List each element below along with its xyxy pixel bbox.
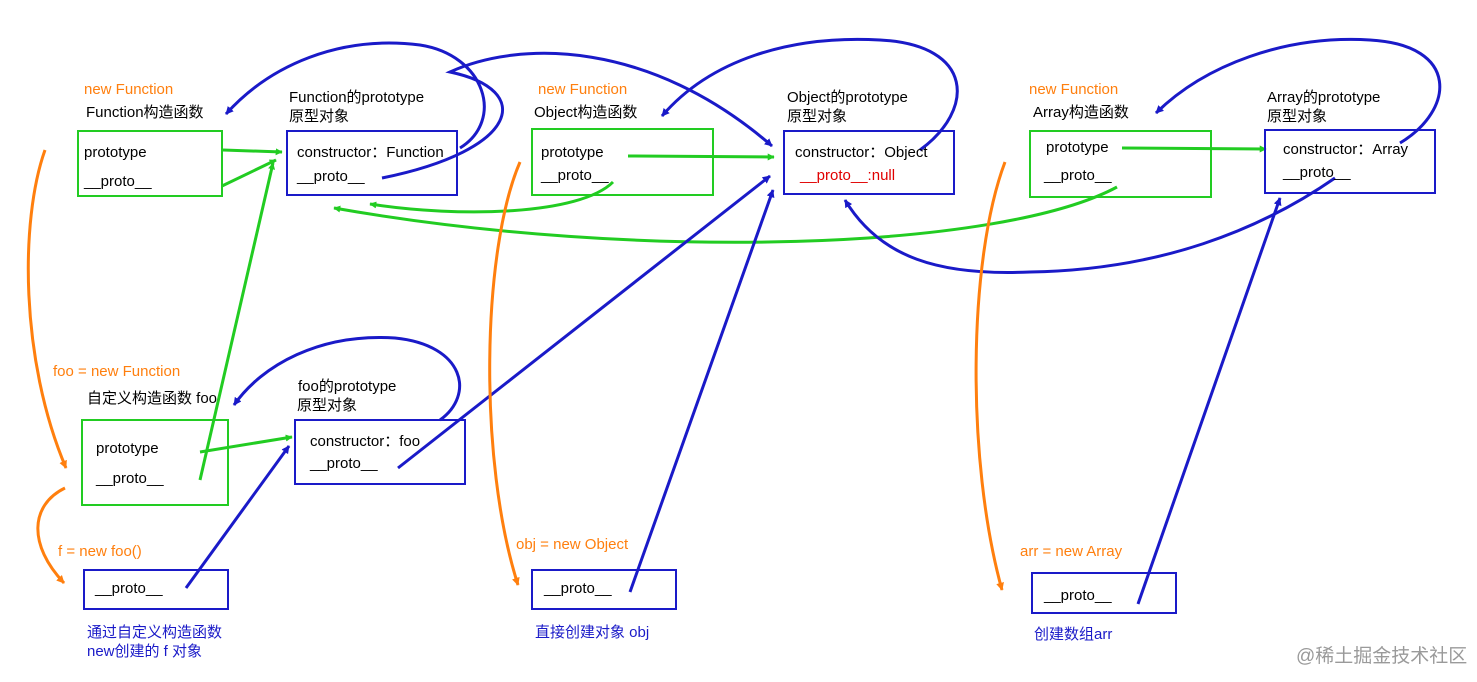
arrow-arr-proto bbox=[1136, 197, 1282, 605]
function-proto-constructor-field: constructor：Function bbox=[297, 144, 444, 161]
obj-proto-field: __proto__ bbox=[544, 580, 612, 597]
arrow-array-proto-to-function bbox=[333, 185, 1118, 244]
arrow-object-proto-to-function bbox=[369, 180, 615, 214]
object-proto-null-field: __proto__:null bbox=[800, 167, 896, 184]
function-ctor-prototype-field: prototype bbox=[84, 144, 147, 161]
arrow-function-constructor bbox=[224, 41, 486, 150]
arrow-f-proto bbox=[184, 445, 291, 589]
foo-proto-box bbox=[294, 419, 466, 485]
arrow-array-to-arr bbox=[974, 161, 1007, 591]
arrow-foo-prototype bbox=[199, 434, 293, 454]
foo-ctor-box bbox=[81, 419, 229, 506]
object-proto-box bbox=[783, 130, 955, 195]
foo-ctor-title: 自定义构造函数 foo bbox=[87, 390, 218, 407]
arrow-function-proto-to-object bbox=[381, 51, 773, 180]
array-ctor-box bbox=[1029, 130, 1212, 198]
array-proto-subtitle: 原型对象 bbox=[1267, 108, 1328, 125]
arrow-array-proto-to-object bbox=[843, 176, 1336, 275]
arr-caption: 创建数组arr bbox=[1034, 626, 1113, 643]
object-ctor-box bbox=[531, 128, 714, 196]
array-proto-box bbox=[1264, 129, 1436, 194]
function-proto-title: Function的prototype bbox=[289, 89, 425, 106]
function-new-label: new Function bbox=[84, 81, 174, 98]
function-ctor-proto-field: __proto__ bbox=[84, 173, 152, 190]
object-ctor-title: Object构造函数 bbox=[534, 104, 638, 121]
arrow-object-constructor bbox=[660, 37, 959, 152]
array-proto-title: Array的prototype bbox=[1267, 89, 1381, 106]
f-instance-box bbox=[83, 569, 229, 610]
arr-instance-box bbox=[1031, 572, 1177, 614]
array-ctor-proto-field: __proto__ bbox=[1044, 167, 1112, 184]
arrow-function-prototype bbox=[222, 148, 283, 156]
obj-new-label: obj = new Object bbox=[516, 536, 629, 553]
function-proto-subtitle: 原型对象 bbox=[289, 108, 350, 125]
function-proto-proto-field: __proto__ bbox=[297, 168, 365, 185]
foo-proto-proto-field: __proto__ bbox=[310, 455, 378, 472]
arrow-function-to-foo bbox=[26, 149, 68, 469]
foo-ctor-proto-field: __proto__ bbox=[96, 470, 164, 487]
object-new-label: new Function bbox=[538, 81, 628, 98]
f-new-label: f = new foo() bbox=[58, 543, 142, 560]
function-proto-box bbox=[286, 130, 458, 196]
arrow-object-prototype bbox=[627, 153, 775, 161]
arr-proto-field: __proto__ bbox=[1044, 587, 1112, 604]
foo-new-label: foo = new Function bbox=[53, 363, 181, 380]
array-ctor-title: Array构造函数 bbox=[1033, 104, 1129, 121]
arr-new-label: arr = new Array bbox=[1020, 543, 1123, 560]
foo-proto-subtitle: 原型对象 bbox=[297, 397, 358, 414]
f-caption-line2: new创建的 f 对象 bbox=[87, 643, 203, 660]
foo-proto-constructor-field: constructor：foo bbox=[310, 433, 421, 450]
f-proto-field: __proto__ bbox=[95, 580, 163, 597]
object-ctor-prototype-field: prototype bbox=[541, 144, 604, 161]
function-ctor-title: Function构造函数 bbox=[86, 104, 204, 121]
object-ctor-proto-field: __proto__ bbox=[541, 167, 609, 184]
object-proto-constructor-field: constructor：Object bbox=[795, 144, 928, 161]
object-proto-title: Object的prototype bbox=[787, 89, 908, 106]
arrow-foo-constructor bbox=[232, 335, 462, 422]
arrow-obj-proto bbox=[628, 189, 775, 593]
object-proto-subtitle: 原型对象 bbox=[787, 108, 848, 125]
arrow-array-constructor bbox=[1154, 37, 1442, 145]
obj-caption: 直接创建对象 obj bbox=[535, 624, 650, 641]
function-ctor-box bbox=[77, 130, 223, 197]
f-caption-line1: 通过自定义构造函数 bbox=[87, 624, 223, 641]
array-proto-proto-field: __proto__ bbox=[1283, 164, 1351, 181]
foo-proto-title: foo的prototype bbox=[298, 378, 397, 395]
arrow-object-to-obj bbox=[488, 161, 522, 586]
array-new-label: new Function bbox=[1029, 81, 1119, 98]
obj-instance-box bbox=[531, 569, 677, 610]
arrow-function-proto-self bbox=[221, 158, 277, 188]
array-ctor-prototype-field: prototype bbox=[1046, 139, 1109, 156]
arrow-foo-proto-to-function bbox=[198, 162, 275, 481]
watermark: @稀土掘金技术社区 bbox=[1296, 646, 1468, 667]
arrow-array-prototype bbox=[1121, 145, 1267, 153]
array-proto-constructor-field: constructor：Array bbox=[1283, 141, 1409, 158]
foo-ctor-prototype-field: prototype bbox=[96, 440, 159, 457]
arrow-foo-to-f bbox=[36, 486, 66, 585]
